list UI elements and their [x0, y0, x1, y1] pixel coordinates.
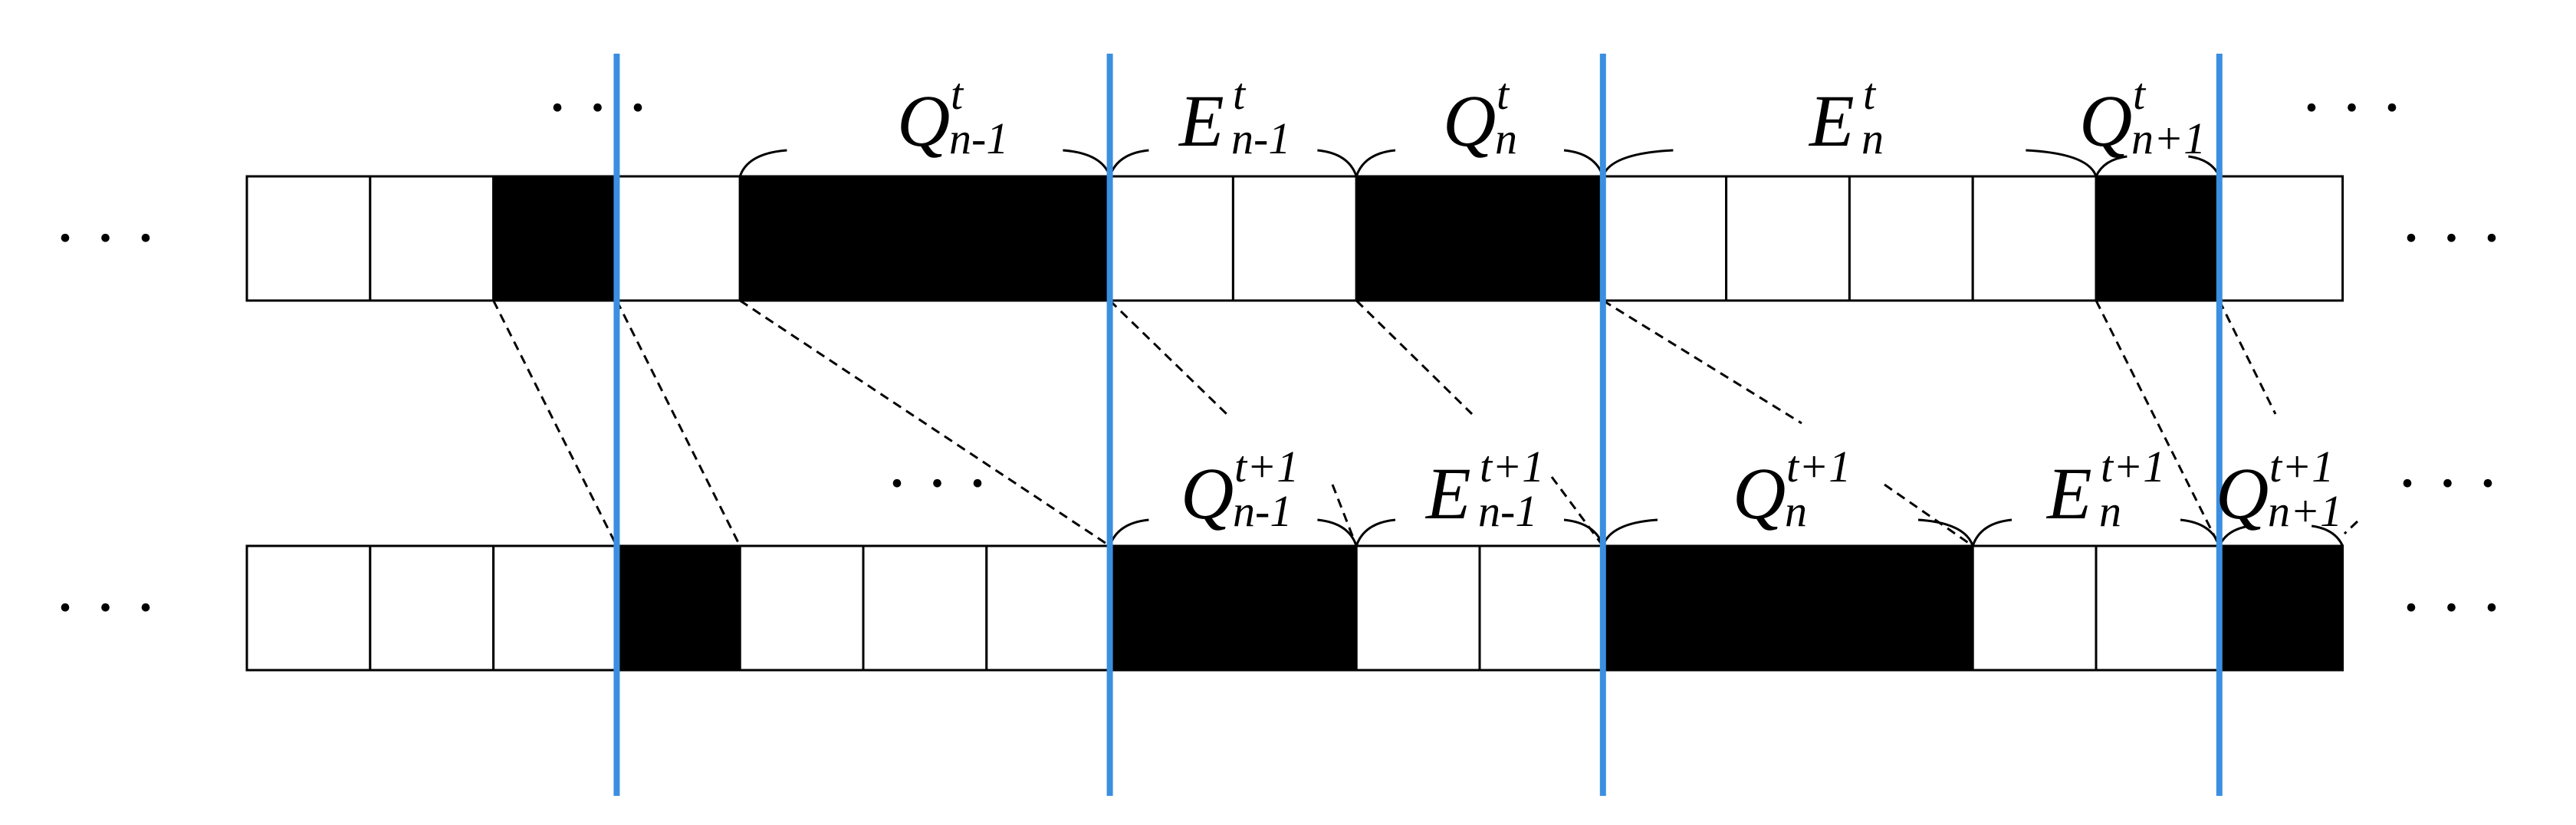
- top-cell-3: [615, 175, 741, 302]
- top-cell-12: [1725, 175, 1851, 302]
- top-cell-14: [1971, 175, 2098, 302]
- dashed-line-1: [616, 300, 741, 547]
- bottom-cell-15: [2095, 544, 2221, 672]
- dashed-line-10: [2218, 300, 2277, 415]
- top-cell-5: [862, 175, 988, 302]
- ellipsis-bottom-right: · · ·: [2400, 570, 2503, 646]
- ellipsis-top-right: · · ·: [2400, 200, 2503, 276]
- dashed-line-0: [492, 300, 618, 547]
- top-cell-2: [492, 175, 618, 302]
- bottom-cell-5: [862, 544, 988, 672]
- bottom-cell-16: [2218, 544, 2344, 672]
- bottom-cell-13: [1848, 544, 1974, 672]
- brace-bottom-3: [1971, 518, 2221, 547]
- ellipsis-top-mid-left: · · ·: [546, 70, 649, 146]
- top-cell-15: [2095, 175, 2221, 302]
- bottom-cell-3: [615, 544, 741, 672]
- dashed-line-6: [1550, 476, 1605, 547]
- bottom-cell-1: [369, 544, 495, 672]
- dashed-line-7: [1602, 299, 1802, 425]
- dashed-line-11: [2343, 520, 2359, 535]
- ellipses: · · · · · · · · · · · · · · · · · · · · …: [54, 70, 2503, 646]
- top-cell-8: [1231, 175, 1358, 302]
- bottom-cell-9: [1355, 544, 1481, 672]
- dashed-line-3: [1109, 299, 1228, 416]
- ellipsis-bottom-mid-left: · · ·: [886, 445, 989, 521]
- top-cell-0: [245, 175, 372, 302]
- bottom-row-cells: [245, 544, 2344, 672]
- top-cell-1: [369, 175, 495, 302]
- bottom-cell-4: [738, 544, 865, 672]
- ellipsis-top-left: · · ·: [54, 200, 157, 276]
- bottom-cell-11: [1602, 544, 1728, 672]
- dashed-mapping-lines: [492, 299, 2359, 547]
- ellipsis-bottom-mid-right: · · ·: [2396, 445, 2499, 521]
- bottom-cell-8: [1231, 544, 1358, 672]
- ellipsis-bottom-left: · · ·: [54, 570, 157, 646]
- bottom-cell-6: [985, 544, 1112, 672]
- top-cell-10: [1478, 175, 1605, 302]
- ellipsis-top-mid-right: · · ·: [2300, 70, 2404, 146]
- bottom-cell-10: [1478, 544, 1605, 672]
- bottom-cell-7: [1109, 544, 1234, 672]
- top-cell-11: [1602, 175, 1728, 302]
- top-cell-6: [985, 175, 1112, 302]
- top-cell-9: [1355, 175, 1481, 302]
- blue-dividers: [613, 54, 2223, 796]
- top-cell-4: [738, 175, 865, 302]
- top-cell-7: [1109, 175, 1234, 302]
- bottom-cell-12: [1725, 544, 1851, 672]
- top-cell-16: [2218, 175, 2344, 302]
- dashed-line-8: [1884, 483, 1974, 547]
- top-cell-13: [1848, 175, 1974, 302]
- bottom-cell-2: [492, 544, 618, 672]
- dashed-line-5: [1355, 299, 1474, 416]
- bottom-cell-0: [245, 544, 372, 672]
- dashed-line-2: [739, 299, 1111, 547]
- bottom-cell-14: [1971, 544, 2098, 672]
- top-row-cells: [245, 175, 2344, 302]
